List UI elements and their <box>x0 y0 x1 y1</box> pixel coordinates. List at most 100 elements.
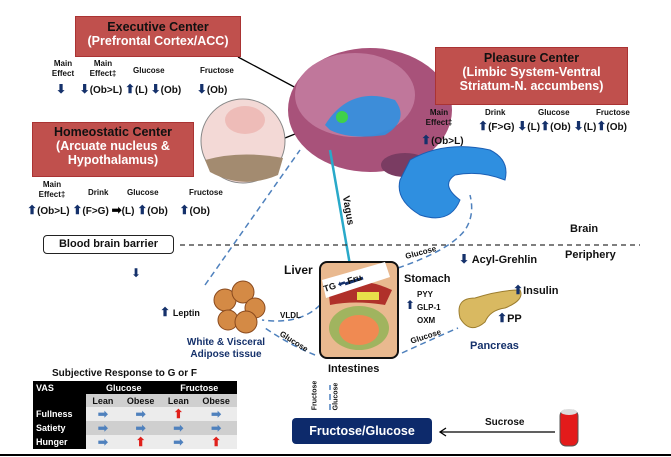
table-cell: ⬆ <box>161 407 196 421</box>
table-row: Hunger➡⬆➡⬆ <box>33 435 237 449</box>
vldl-label: VLDL <box>280 311 301 320</box>
table-cell: ⬆ <box>195 435 237 449</box>
table-cell: ➡ <box>86 407 120 421</box>
insulin-text: Insulin <box>523 285 559 297</box>
left-arrow-icon: ⬅ <box>336 277 347 290</box>
blue-right-arrow-icon: ➡ <box>97 421 108 435</box>
executive-center-box: Executive Center (Prefrontal Cortex/ACC) <box>75 16 241 57</box>
red-up-arrow-icon: ⬆ <box>211 435 222 449</box>
row-label: Hunger <box>33 435 87 449</box>
pp-text: PP <box>507 313 522 325</box>
oxm-label: OXM <box>417 316 436 325</box>
homeo-values: ⬆(Ob>L) ⬆(F>G) ➡(L) ⬆(Ob) ⬆(Ob) <box>27 203 210 217</box>
down-arrow-icon: ⬇ <box>196 82 207 96</box>
table-cell: ➡ <box>161 421 196 435</box>
homeo-value: (Ob>L) <box>37 206 70 217</box>
table-cell: ➡ <box>195 421 237 435</box>
stomach-label: Stomach <box>404 273 451 285</box>
limbic-system-image <box>398 146 507 219</box>
blue-right-arrow-icon: ➡ <box>211 421 222 435</box>
up-arrow-icon: ⬆ <box>72 203 83 217</box>
glucose-adipose-pathway <box>264 327 316 356</box>
blue-right-arrow-icon: ➡ <box>173 421 184 435</box>
exec-col-glucose: Glucose <box>133 66 165 75</box>
blue-right-arrow-icon: ➡ <box>211 407 222 421</box>
sub-header: Lean <box>86 394 120 407</box>
homeo-value: (F>G) <box>82 206 109 217</box>
pleasure-col-fructose: Fructose <box>596 108 630 117</box>
row-label: Satiety <box>33 421 87 435</box>
blue-right-arrow-icon: ➡ <box>135 407 146 421</box>
vagus-nerve-line <box>328 149 352 266</box>
pleasure-value: (Ob) <box>606 122 627 133</box>
leptin-label: ⬆ Leptin <box>160 305 200 319</box>
pyy-label: PYY <box>417 290 434 299</box>
down-arrow-icon: ⬇ <box>517 119 528 133</box>
pancreas-label: Pancreas <box>470 340 519 352</box>
insulin-label: ⬆Insulin <box>513 283 559 297</box>
pp-label: ⬆PP <box>497 311 522 325</box>
glucose-pancreas-pathway <box>401 327 459 354</box>
executive-title: Executive Center <box>107 20 209 34</box>
table-cell: ⬆ <box>119 435 162 449</box>
pleasure-col-glucose: Glucose <box>538 108 570 117</box>
pleasure-value: (F>G) <box>488 122 515 133</box>
up-arrow-icon: ⬆ <box>124 82 136 96</box>
table-cell: ➡ <box>161 435 196 449</box>
red-up-arrow-icon: ⬆ <box>135 435 146 449</box>
blood-brain-barrier-label: Blood brain barrier <box>43 235 174 254</box>
table-row: Satiety ➡ ➡ ➡ ➡ <box>33 421 237 435</box>
glp1-label: GLP-1 <box>417 303 441 312</box>
homeo-col-main: Main Effect‡ <box>38 180 66 199</box>
acyl-grehlin-label: ⬇ Acyl-Grehlin <box>459 252 537 266</box>
up-arrow-icon: ⬆ <box>137 203 148 217</box>
pleasure-center-box: Pleasure Center (Limbic System-Ventral S… <box>435 47 628 105</box>
up-arrow-icon: ⬆ <box>497 311 508 325</box>
blue-right-arrow-icon: ➡ <box>173 435 184 449</box>
glucose-brain-pathway <box>397 194 473 269</box>
exec-col-main: Main Effect <box>51 59 75 78</box>
table-cell: ➡ <box>119 421 162 435</box>
vas-header: VAS <box>33 381 87 394</box>
up-arrow-icon: ⬆ <box>160 305 171 319</box>
hypothalamus-image <box>200 98 286 184</box>
fructose-header: Fructose <box>161 381 237 394</box>
exec-col-fructose: Fructose <box>200 66 234 75</box>
pleasure-value: (L) <box>527 122 541 133</box>
fructose-vertical-label: Fructose <box>311 380 319 411</box>
right-arrow-icon: ➡ <box>111 203 122 217</box>
blue-right-arrow-icon: ➡ <box>135 421 146 435</box>
exec-value: (Ob) <box>160 85 182 96</box>
adipose-line2: Adipose tissue <box>190 349 262 360</box>
homeostatic-subtitle: (Arcuate nucleus & Hypothalamus) <box>56 139 170 167</box>
pleasure-title: Pleasure Center <box>483 51 580 65</box>
exec-col-main2: Main Effect‡ <box>89 59 117 78</box>
soda-can-icon <box>559 409 579 447</box>
homeo-value: (Ob) <box>189 206 210 217</box>
exec-values: ⬇ ⬇(Ob>L) ⬆(L) ⬇(Ob) ⬇(Ob) <box>56 82 227 96</box>
pancreas-image <box>458 289 522 329</box>
up-arrow-icon: ⬆ <box>27 203 38 217</box>
executive-subtitle: (Prefrontal Cortex/ACC) <box>87 34 229 48</box>
up-arrow-icon: ⬆ <box>405 298 416 312</box>
red-up-arrow-icon: ⬆ <box>173 407 184 421</box>
exec-value: (Ob>L) <box>89 85 123 96</box>
pleasure-main: ⬆(Ob>L) <box>421 133 464 147</box>
sucrose-label: Sucrose <box>485 417 525 428</box>
up-arrow-icon: ⬆ <box>540 119 551 133</box>
leptin-text: Leptin <box>172 308 200 318</box>
periphery-label: Periphery <box>565 249 616 261</box>
down-arrow-icon: ⬇ <box>459 252 470 266</box>
intestines-label: Intestines <box>328 363 380 375</box>
table-cell: ➡ <box>86 435 120 449</box>
up-arrow-icon: ⬆ <box>596 119 607 133</box>
pleasure-value: (Ob>L) <box>431 136 464 147</box>
glucose-vertical-label: Glucose <box>332 382 340 411</box>
table-row: Fullness➡➡⬆➡ <box>33 407 237 421</box>
up-arrow-icon: ⬆ <box>179 203 190 217</box>
homeo-value: (L) <box>121 206 135 217</box>
liver-intestines-image <box>319 261 399 359</box>
